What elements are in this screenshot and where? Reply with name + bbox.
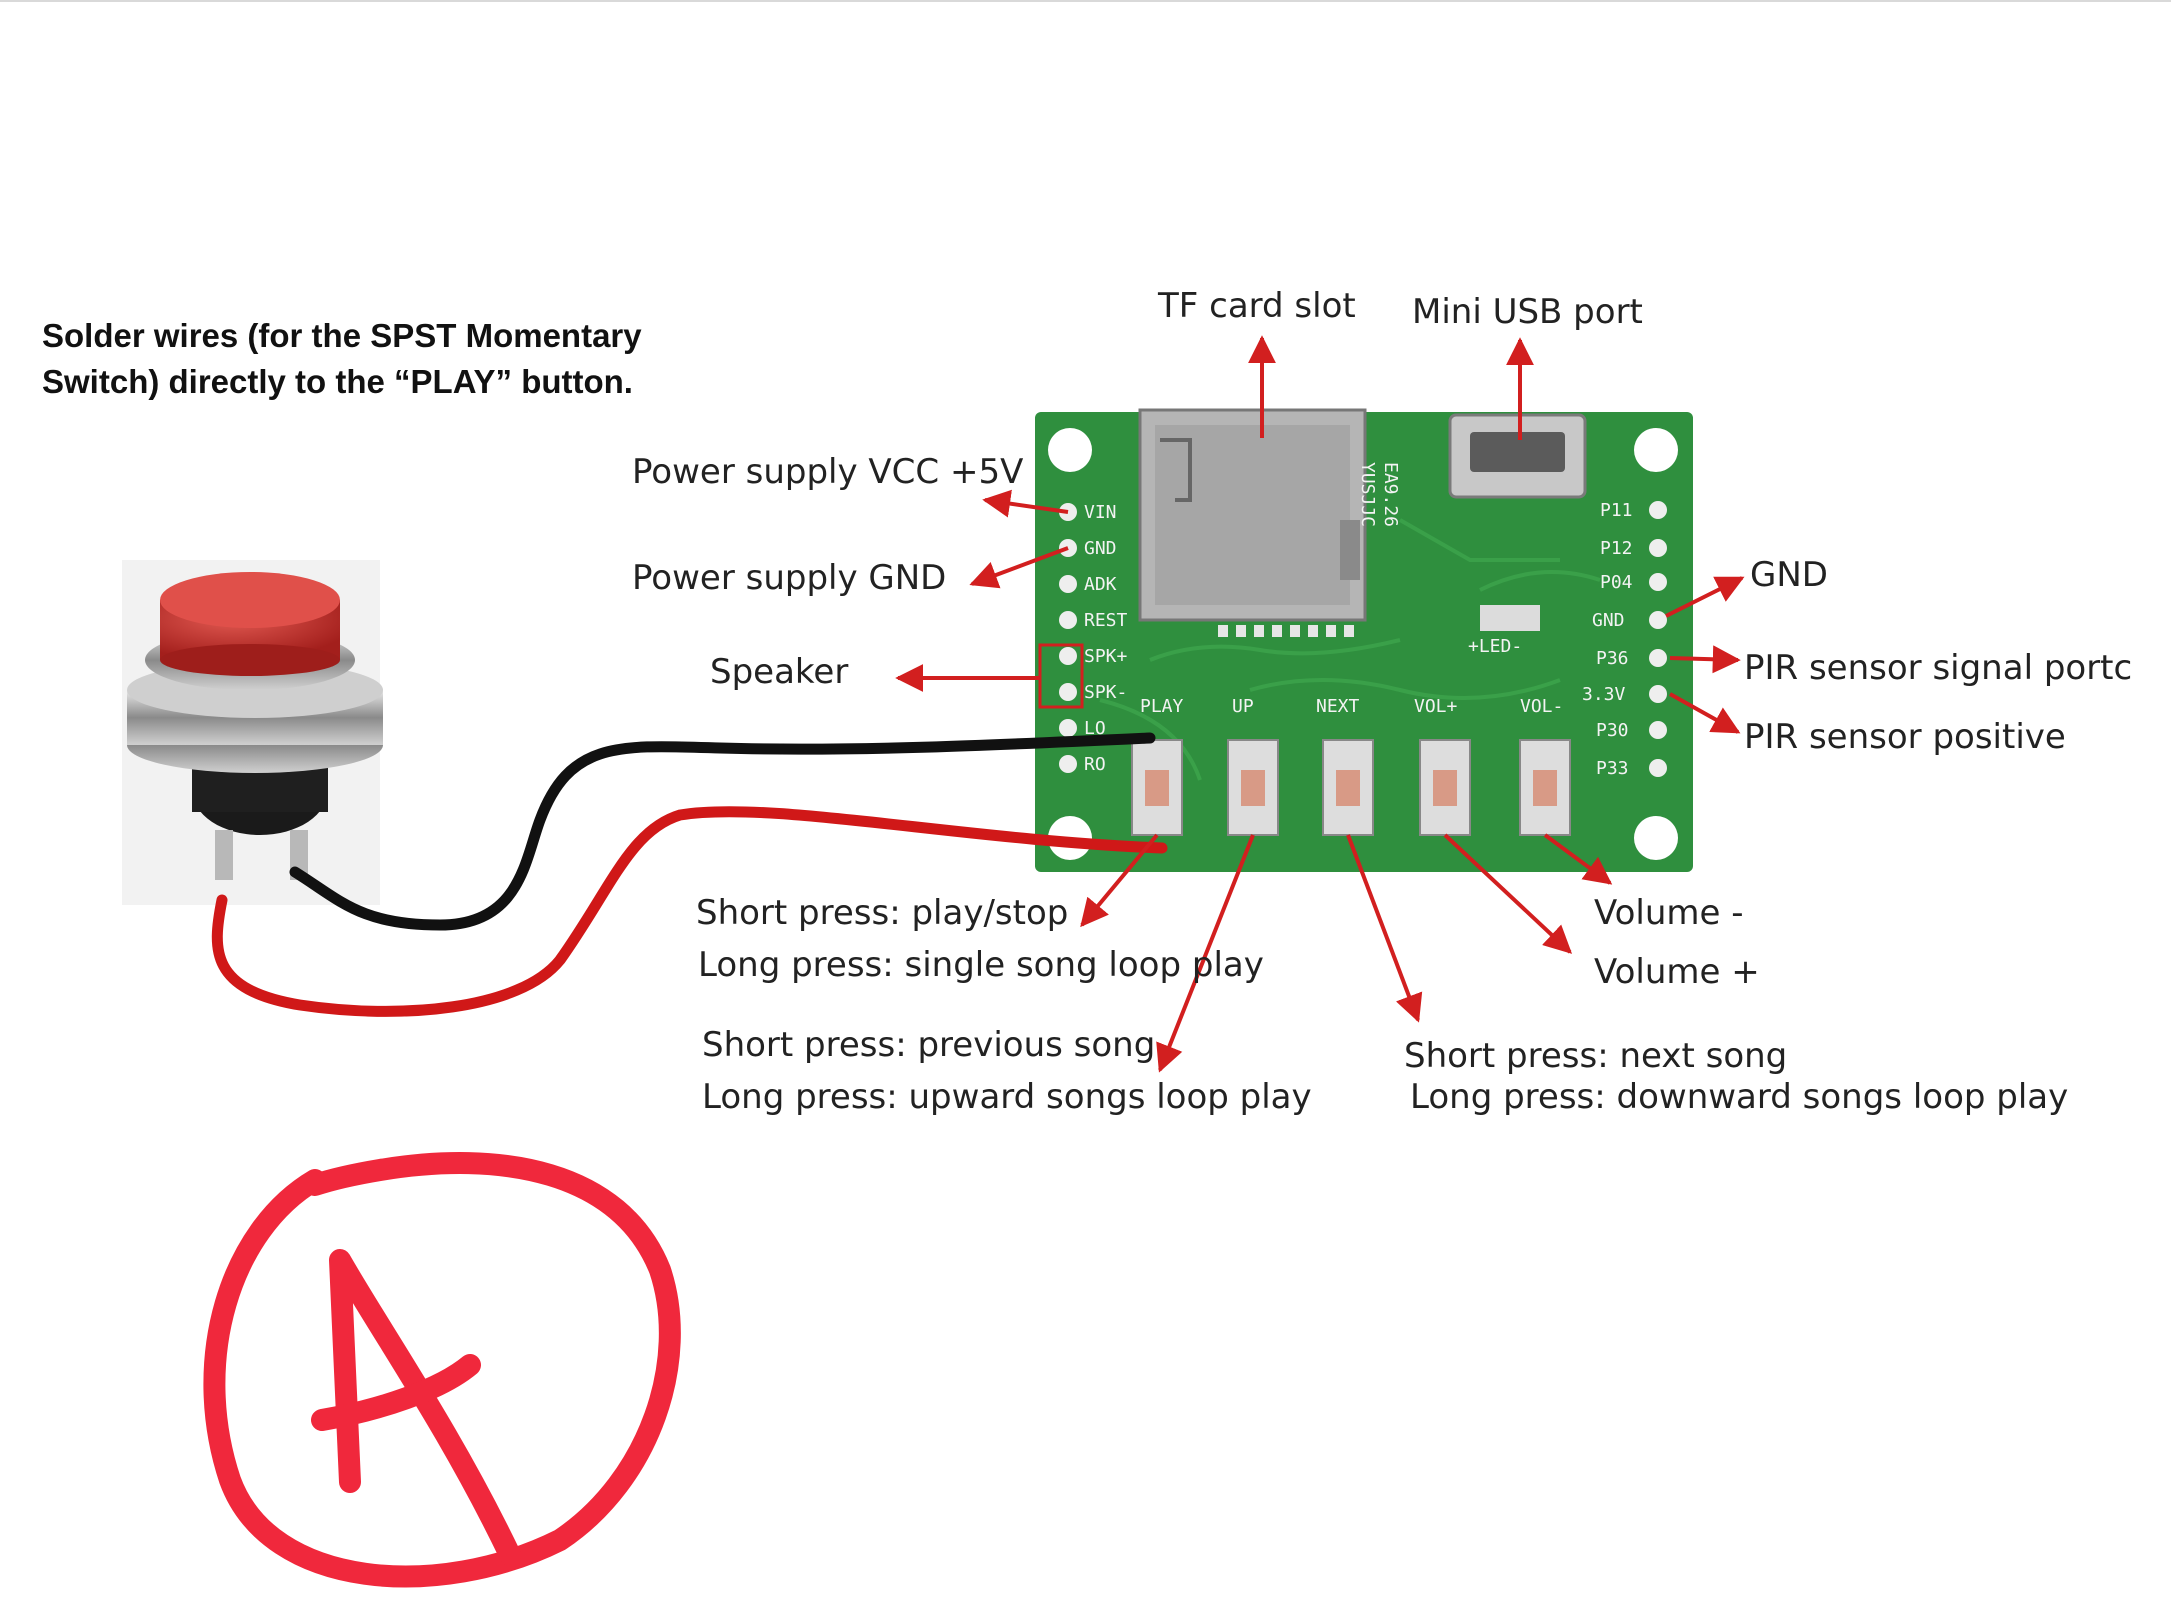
label-prev-long: Long press: upward songs loop play: [702, 1077, 1312, 1117]
mounting-hole: [1048, 428, 1092, 472]
vol-plus-button: [1419, 739, 1471, 836]
red-wire: [211, 806, 1168, 1017]
spst-momentary-switch: [122, 560, 383, 905]
pin-p36: P36: [1596, 648, 1629, 669]
label-next-long: Long press: downward songs loop play: [1410, 1077, 2069, 1117]
arrow-vol-plus: [1443, 833, 1573, 954]
chip-text-1: EA9.26: [1380, 462, 1401, 527]
next-button: [1322, 739, 1374, 836]
mounting-hole: [1634, 816, 1678, 860]
pin-p11: P11: [1600, 500, 1633, 521]
pin-p04: P04: [1600, 572, 1633, 593]
arrow-pir-positive: [1669, 692, 1741, 734]
arrow-gnd-left: [969, 546, 1069, 589]
pin-adk: ADK: [1084, 574, 1117, 595]
arrow-gnd-right: [1665, 576, 1745, 618]
button-label-vol-plus: VOL+: [1414, 696, 1458, 717]
led: [1480, 605, 1540, 631]
mp3-module-board: EA9.26 YUSJJC +LED- VIN GND ADK REST SPK…: [1035, 408, 1693, 872]
label-tf-card-slot: TF card slot: [1158, 286, 1356, 326]
label-gnd-right: GND: [1750, 555, 1828, 595]
pin-vin: VIN: [1084, 502, 1117, 523]
instruction-line-2: Switch) directly to the “PLAY” button.: [42, 363, 633, 400]
instruction-text: Solder wires (for the SPST Momentary Swi…: [42, 313, 742, 405]
arrow-pir-signal: [1669, 645, 1741, 674]
top-border: [0, 0, 2171, 2]
label-power-vcc: Power supply VCC +5V: [632, 452, 1024, 492]
arrow-next: [1346, 834, 1423, 1023]
button-label-up: UP: [1232, 696, 1254, 717]
label-speaker: Speaker: [710, 652, 849, 692]
arrow-play: [1080, 833, 1159, 928]
label-prev-short: Short press: previous song: [702, 1025, 1156, 1065]
pin-rest: REST: [1084, 610, 1128, 631]
pin-p33: P33: [1596, 758, 1629, 779]
annotation-arrows: [895, 335, 1745, 1073]
label-play-long: Long press: single song loop play: [698, 945, 1264, 985]
pin-p30: P30: [1596, 720, 1629, 741]
arrow-vol-minus: [1543, 833, 1613, 885]
right-pin-header: P11 P12 P04 GND P36 3.3V P30 P33: [1582, 500, 1667, 779]
label-mini-usb-port: Mini USB port: [1412, 292, 1643, 332]
button-label-play: PLAY: [1140, 696, 1184, 717]
label-next-short: Short press: next song: [1404, 1036, 1788, 1076]
pin-lo: LO: [1084, 718, 1106, 739]
grade-mark: [203, 1152, 681, 1588]
instruction-line-1: Solder wires (for the SPST Momentary: [42, 317, 642, 354]
left-pin-header: VIN GND ADK REST SPK+ SPK- LO RO: [1059, 502, 1128, 775]
label-pir-signal: PIR sensor signal portc: [1744, 648, 2133, 688]
pin-gnd-right: GND: [1592, 610, 1625, 631]
button-label-vol-minus: VOL-: [1520, 696, 1563, 717]
play-button: [1131, 739, 1183, 836]
pin-ro: RO: [1084, 754, 1106, 775]
label-volume-minus: Volume -: [1594, 893, 1744, 933]
led-label: +LED-: [1468, 636, 1522, 657]
switch-terminal: [215, 830, 233, 880]
chip-text-2: YUSJJC: [1357, 462, 1378, 527]
label-pir-positive: PIR sensor positive: [1744, 717, 2066, 757]
pin-3v3: 3.3V: [1582, 684, 1626, 705]
pin-p12: P12: [1600, 538, 1633, 559]
pin-gnd-left: GND: [1084, 538, 1117, 559]
vol-minus-button: [1519, 739, 1571, 836]
label-volume-plus: Volume +: [1594, 952, 1760, 992]
pin-spk-minus: SPK-: [1084, 682, 1127, 703]
arrow-vcc: [982, 489, 1069, 518]
label-power-gnd: Power supply GND: [632, 558, 947, 598]
mounting-hole: [1634, 428, 1678, 472]
button-label-next: NEXT: [1316, 696, 1360, 717]
label-play-short: Short press: play/stop: [696, 893, 1069, 933]
up-button: [1227, 739, 1279, 836]
pin-spk-plus: SPK+: [1084, 646, 1128, 667]
black-wire: [289, 732, 1156, 931]
arrow-up: [1156, 834, 1255, 1073]
